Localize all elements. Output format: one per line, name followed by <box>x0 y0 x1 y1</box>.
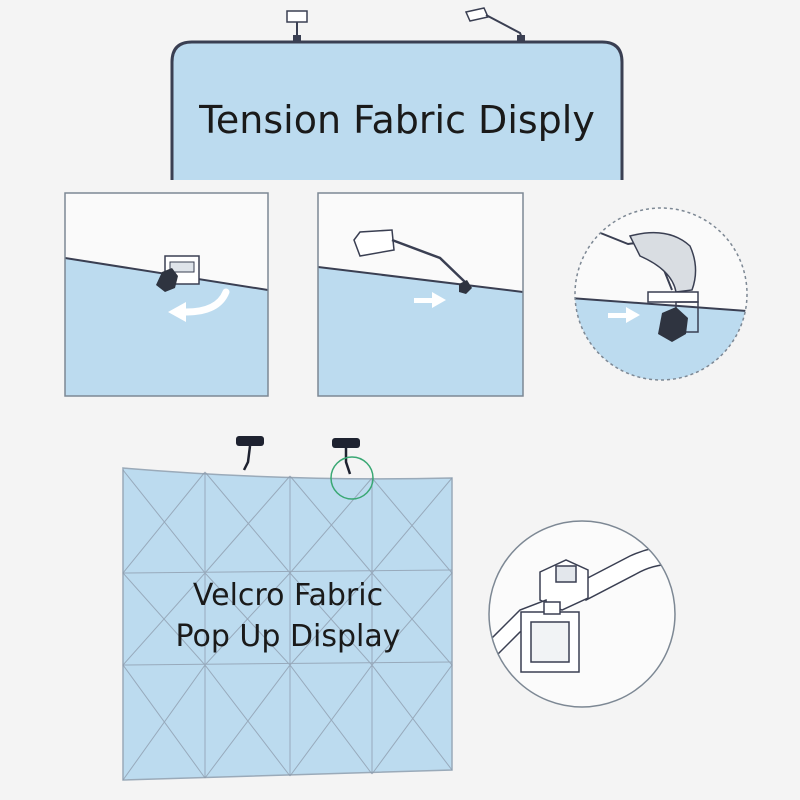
pop-up-title-line-2: Pop Up Display <box>175 619 401 654</box>
tension-fabric-title: Tension Fabric Disply <box>199 98 595 142</box>
pop-up-title-line-1: Velcro Fabric <box>192 578 384 613</box>
lamp-icon <box>286 10 308 43</box>
lamp-icon <box>353 229 472 294</box>
knob-icon <box>658 307 688 342</box>
rotate-arrow-icon <box>182 288 230 316</box>
tension-fabric-panel <box>170 40 624 184</box>
highlight-circle <box>330 456 374 500</box>
lamp-icon <box>236 436 264 471</box>
lamp-icon <box>332 438 360 475</box>
clamp-icon <box>156 255 200 292</box>
lamp-icon <box>464 7 525 43</box>
slide-arrow-icon <box>414 292 446 308</box>
slide-arrow-icon <box>608 307 640 323</box>
